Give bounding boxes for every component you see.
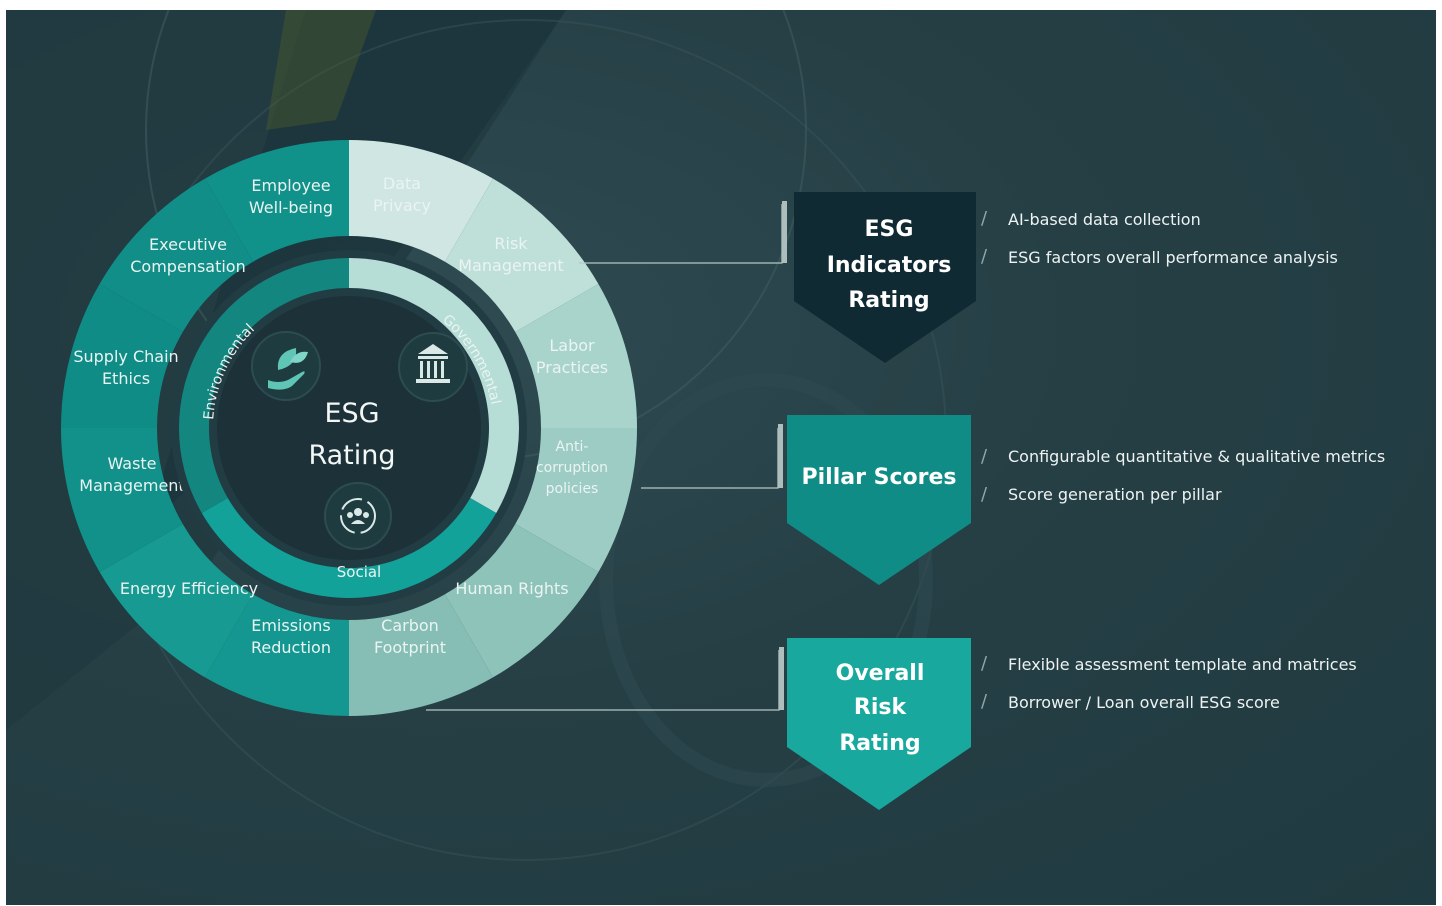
esg-indicators-rating-title-2: Indicators <box>827 253 952 278</box>
esg-indicators-rating-title-3: Rating <box>848 288 929 313</box>
people-cycle-icon <box>324 482 392 550</box>
segment-human-rights <box>445 524 599 678</box>
environmental-arc <box>178 258 349 513</box>
bullet-slash: / <box>981 484 988 505</box>
segment-risk-management <box>445 178 599 332</box>
overall-risk-rating-title-2: Risk <box>854 695 908 720</box>
bullet-slash: / <box>981 446 988 467</box>
connector-brackets <box>778 201 787 710</box>
pillar-scores-badge <box>787 415 971 585</box>
segment-labor-practices <box>515 284 637 428</box>
bullet-text: Borrower / Loan overall ESG score <box>1008 693 1280 712</box>
segment-supply-chain-ethics <box>61 284 183 428</box>
governmental-arc <box>349 258 520 513</box>
bullet-slash: / <box>981 246 988 267</box>
leaf-hand-icon <box>251 331 321 401</box>
segment-anti-corruption <box>515 428 637 572</box>
pillar-arcs <box>178 258 520 598</box>
esg-indicators-rating-badge <box>794 192 976 363</box>
government-building-icon <box>398 332 468 402</box>
overall-risk-rating-title-3: Rating <box>839 731 920 756</box>
bullet-slash: / <box>981 208 988 229</box>
social-pillar-label: Social <box>337 563 381 581</box>
pillar-scores-title: Pillar Scores <box>802 465 957 490</box>
overall-risk-rating-title-1: Overall <box>836 661 925 686</box>
bullet-slash: / <box>981 691 988 712</box>
segment-waste-management <box>61 428 183 572</box>
esg-indicators-rating-title-1: ESG <box>865 217 914 242</box>
bullet-text: AI-based data collection <box>1008 210 1201 229</box>
segment-executive-compensation <box>99 178 253 332</box>
overall-risk-rating-badge <box>787 638 971 810</box>
segment-employee-wellbeing <box>205 140 349 262</box>
center-title-line1: ESG <box>324 398 379 429</box>
bullet-text: Flexible assessment template and matrice… <box>1008 655 1357 674</box>
segment-label-energy-efficiency: Energy Efficiency <box>120 579 258 598</box>
center-title-line2: Rating <box>308 440 395 471</box>
segment-data-privacy <box>349 140 493 262</box>
bullet-text: ESG factors overall performance analysis <box>1008 248 1338 267</box>
bullet-text: Configurable quantitative & qualitative … <box>1008 447 1386 466</box>
social-arc <box>201 498 497 598</box>
bullet-text: Score generation per pillar <box>1008 485 1222 504</box>
segment-label-human-rights: Human Rights <box>455 579 568 598</box>
segment-carbon-footprint <box>349 594 493 716</box>
segment-emissions-reduction <box>205 594 349 716</box>
category-ring <box>61 140 637 716</box>
bullet-slash: / <box>981 653 988 674</box>
segment-energy-efficiency <box>99 524 253 678</box>
